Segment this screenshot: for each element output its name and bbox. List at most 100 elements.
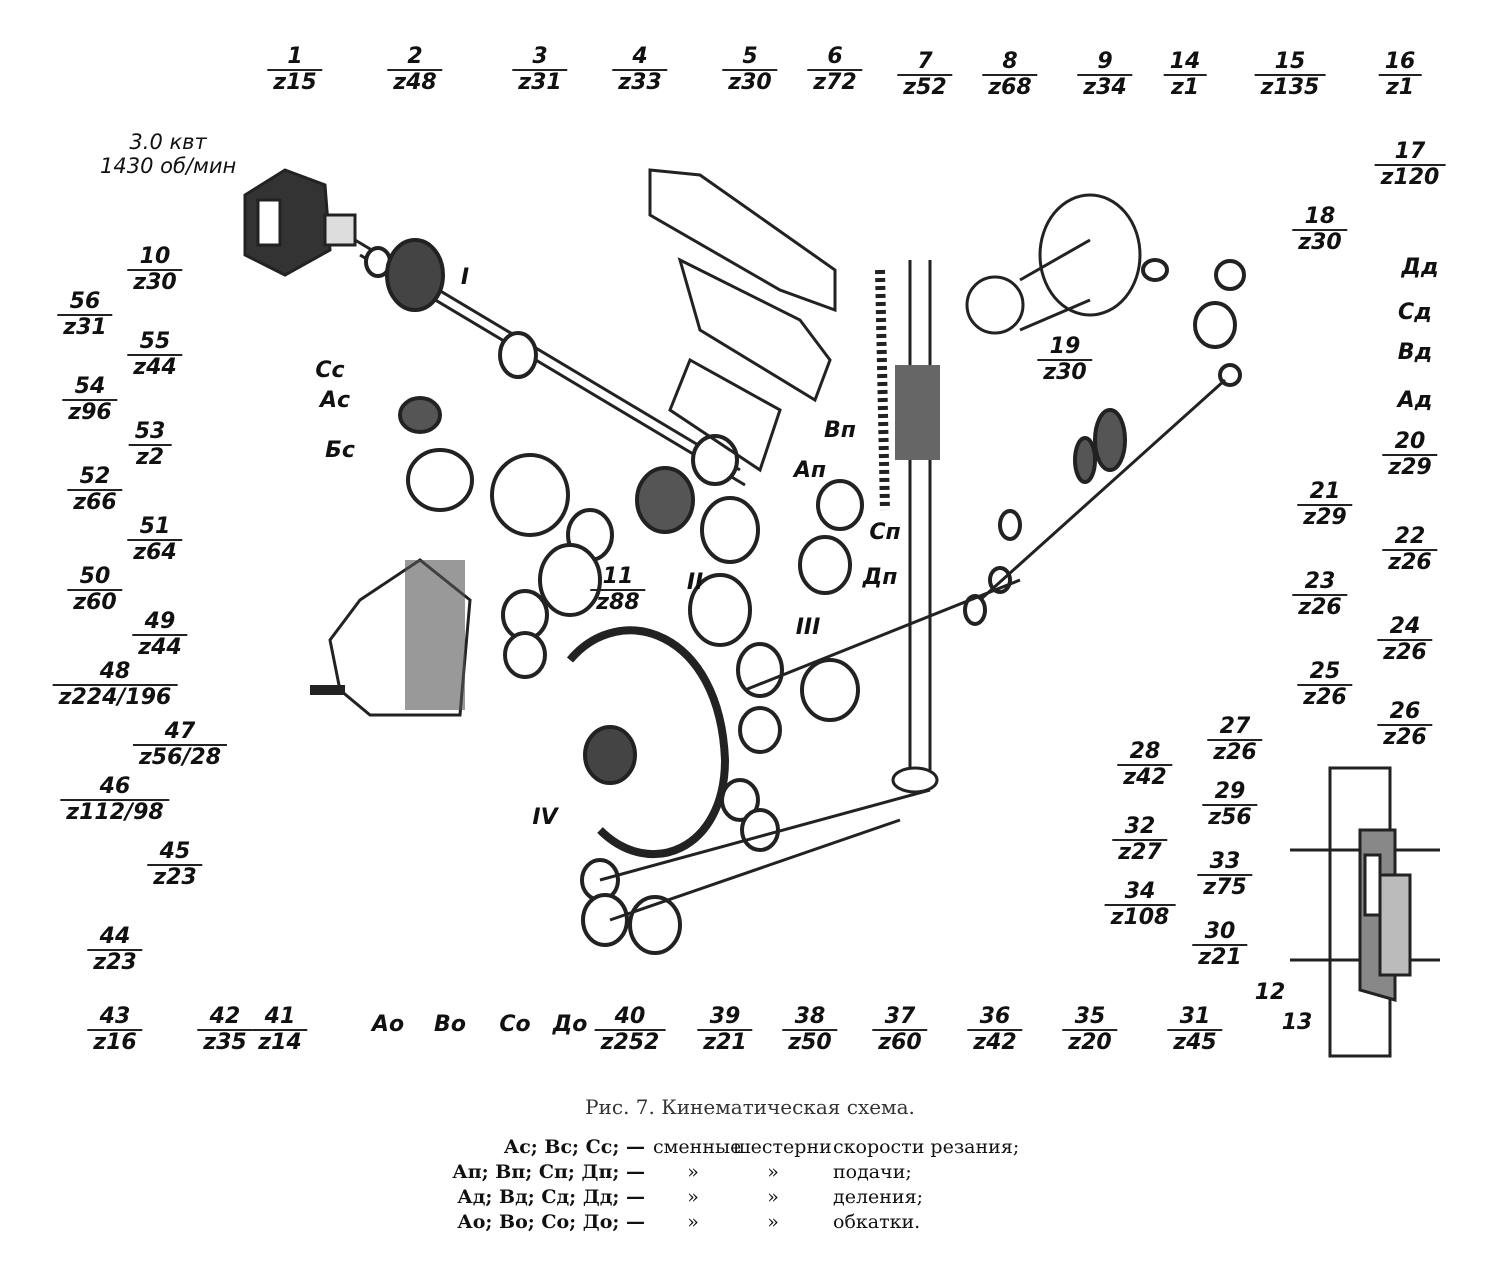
gear-number: 11 bbox=[590, 565, 646, 591]
legend-q2: шестерни bbox=[733, 1136, 832, 1158]
gear-teeth: z29 bbox=[1303, 505, 1347, 530]
diagram-label: 13 bbox=[1281, 1010, 1313, 1035]
gear-number: 56 bbox=[57, 290, 113, 316]
gear-teeth: z2 bbox=[135, 445, 165, 470]
gear-teeth: z15 bbox=[273, 70, 317, 95]
gear-teeth: z21 bbox=[703, 1030, 747, 1055]
gear-number: 36 bbox=[967, 1005, 1023, 1031]
gear-number: 24 bbox=[1377, 615, 1433, 641]
gear-number: 5 bbox=[722, 45, 778, 71]
gear-teeth: z26 bbox=[1383, 725, 1427, 750]
gear-teeth: z1 bbox=[1170, 75, 1200, 100]
legend-row: Ао; Во; Со; До; —»»обкатки. bbox=[410, 1210, 1019, 1235]
gear-number: 50 bbox=[67, 565, 123, 591]
gear-number: 54 bbox=[62, 375, 118, 401]
gear-number: 41 bbox=[252, 1005, 308, 1031]
gear-number: 30 bbox=[1192, 920, 1248, 946]
gear-teeth: z56 bbox=[1208, 805, 1252, 830]
gear-teeth: z45 bbox=[1173, 1030, 1217, 1055]
legend-q1: сменные bbox=[653, 1136, 742, 1158]
gear-teeth: z66 bbox=[73, 490, 117, 515]
gear-number: 52 bbox=[67, 465, 123, 491]
gear-number: 1 bbox=[267, 45, 323, 71]
gear-teeth: z23 bbox=[153, 865, 197, 890]
gear-number: 16 bbox=[1378, 50, 1422, 76]
gear-number: 29 bbox=[1202, 780, 1258, 806]
gear-teeth: z135 bbox=[1260, 75, 1320, 100]
diagram-label: Ао bbox=[371, 1012, 405, 1037]
gear-teeth: z31 bbox=[63, 315, 107, 340]
diagram-label: Ап bbox=[793, 458, 827, 483]
gear-number: 42 bbox=[197, 1005, 253, 1031]
gear-teeth: z26 bbox=[1383, 640, 1427, 665]
gear-number: 47 bbox=[132, 720, 228, 746]
gear-teeth: z16 bbox=[93, 1030, 137, 1055]
legend-q2: » bbox=[767, 1211, 779, 1233]
motor-spec: 3.0 квт 1430 об/мин bbox=[100, 130, 236, 178]
gear-number: 9 bbox=[1077, 50, 1133, 76]
gear-number: 33 bbox=[1197, 850, 1253, 876]
gear-number: 25 bbox=[1297, 660, 1353, 686]
legend-desc: обкатки. bbox=[833, 1211, 921, 1233]
legend-desc: скорости резания; bbox=[833, 1136, 1020, 1158]
gear-teeth: z30 bbox=[1043, 360, 1087, 385]
gear-number: 51 bbox=[127, 515, 183, 541]
gear-number: 32 bbox=[1112, 815, 1168, 841]
gear-teeth: z44 bbox=[138, 635, 182, 660]
figure-caption: Рис. 7. Кинематическая схема. bbox=[585, 1095, 915, 1119]
gear-number: 46 bbox=[60, 775, 170, 801]
motor-speed: 1430 об/мин bbox=[100, 154, 237, 178]
gear-teeth: z33 bbox=[618, 70, 662, 95]
gear-number: 37 bbox=[872, 1005, 928, 1031]
diagram-label: 12 bbox=[1254, 980, 1286, 1005]
diagram-label: Сд bbox=[1398, 300, 1432, 325]
legend-desc: деления; bbox=[833, 1186, 923, 1208]
gear-number: 40 bbox=[594, 1005, 666, 1031]
gear-teeth: z224/196 bbox=[58, 685, 172, 710]
legend-row: Ап; Вп; Сп; Дп; —»»подачи; bbox=[410, 1160, 1019, 1185]
gear-teeth: z14 bbox=[258, 1030, 302, 1055]
gear-teeth: z42 bbox=[973, 1030, 1017, 1055]
gear-teeth: z30 bbox=[728, 70, 772, 95]
gears bbox=[364, 238, 1246, 955]
gear-number: 45 bbox=[147, 840, 203, 866]
gear-number: 4 bbox=[612, 45, 668, 71]
diagram-label: II bbox=[686, 570, 704, 595]
gear-number: 8 bbox=[982, 50, 1038, 76]
gear-number: 10 bbox=[127, 245, 183, 271]
gear-teeth: z20 bbox=[1068, 1030, 1112, 1055]
gear-teeth: z88 bbox=[596, 590, 640, 615]
legend-desc: подачи; bbox=[833, 1161, 912, 1183]
gear-number: 21 bbox=[1297, 480, 1353, 506]
legend-keys: Ап; Вп; Сп; Дп; — bbox=[452, 1161, 645, 1183]
gear-teeth: z120 bbox=[1380, 165, 1440, 190]
legend-q1: » bbox=[687, 1161, 699, 1183]
gear-number: 31 bbox=[1167, 1005, 1223, 1031]
gear-number: 17 bbox=[1374, 140, 1446, 166]
